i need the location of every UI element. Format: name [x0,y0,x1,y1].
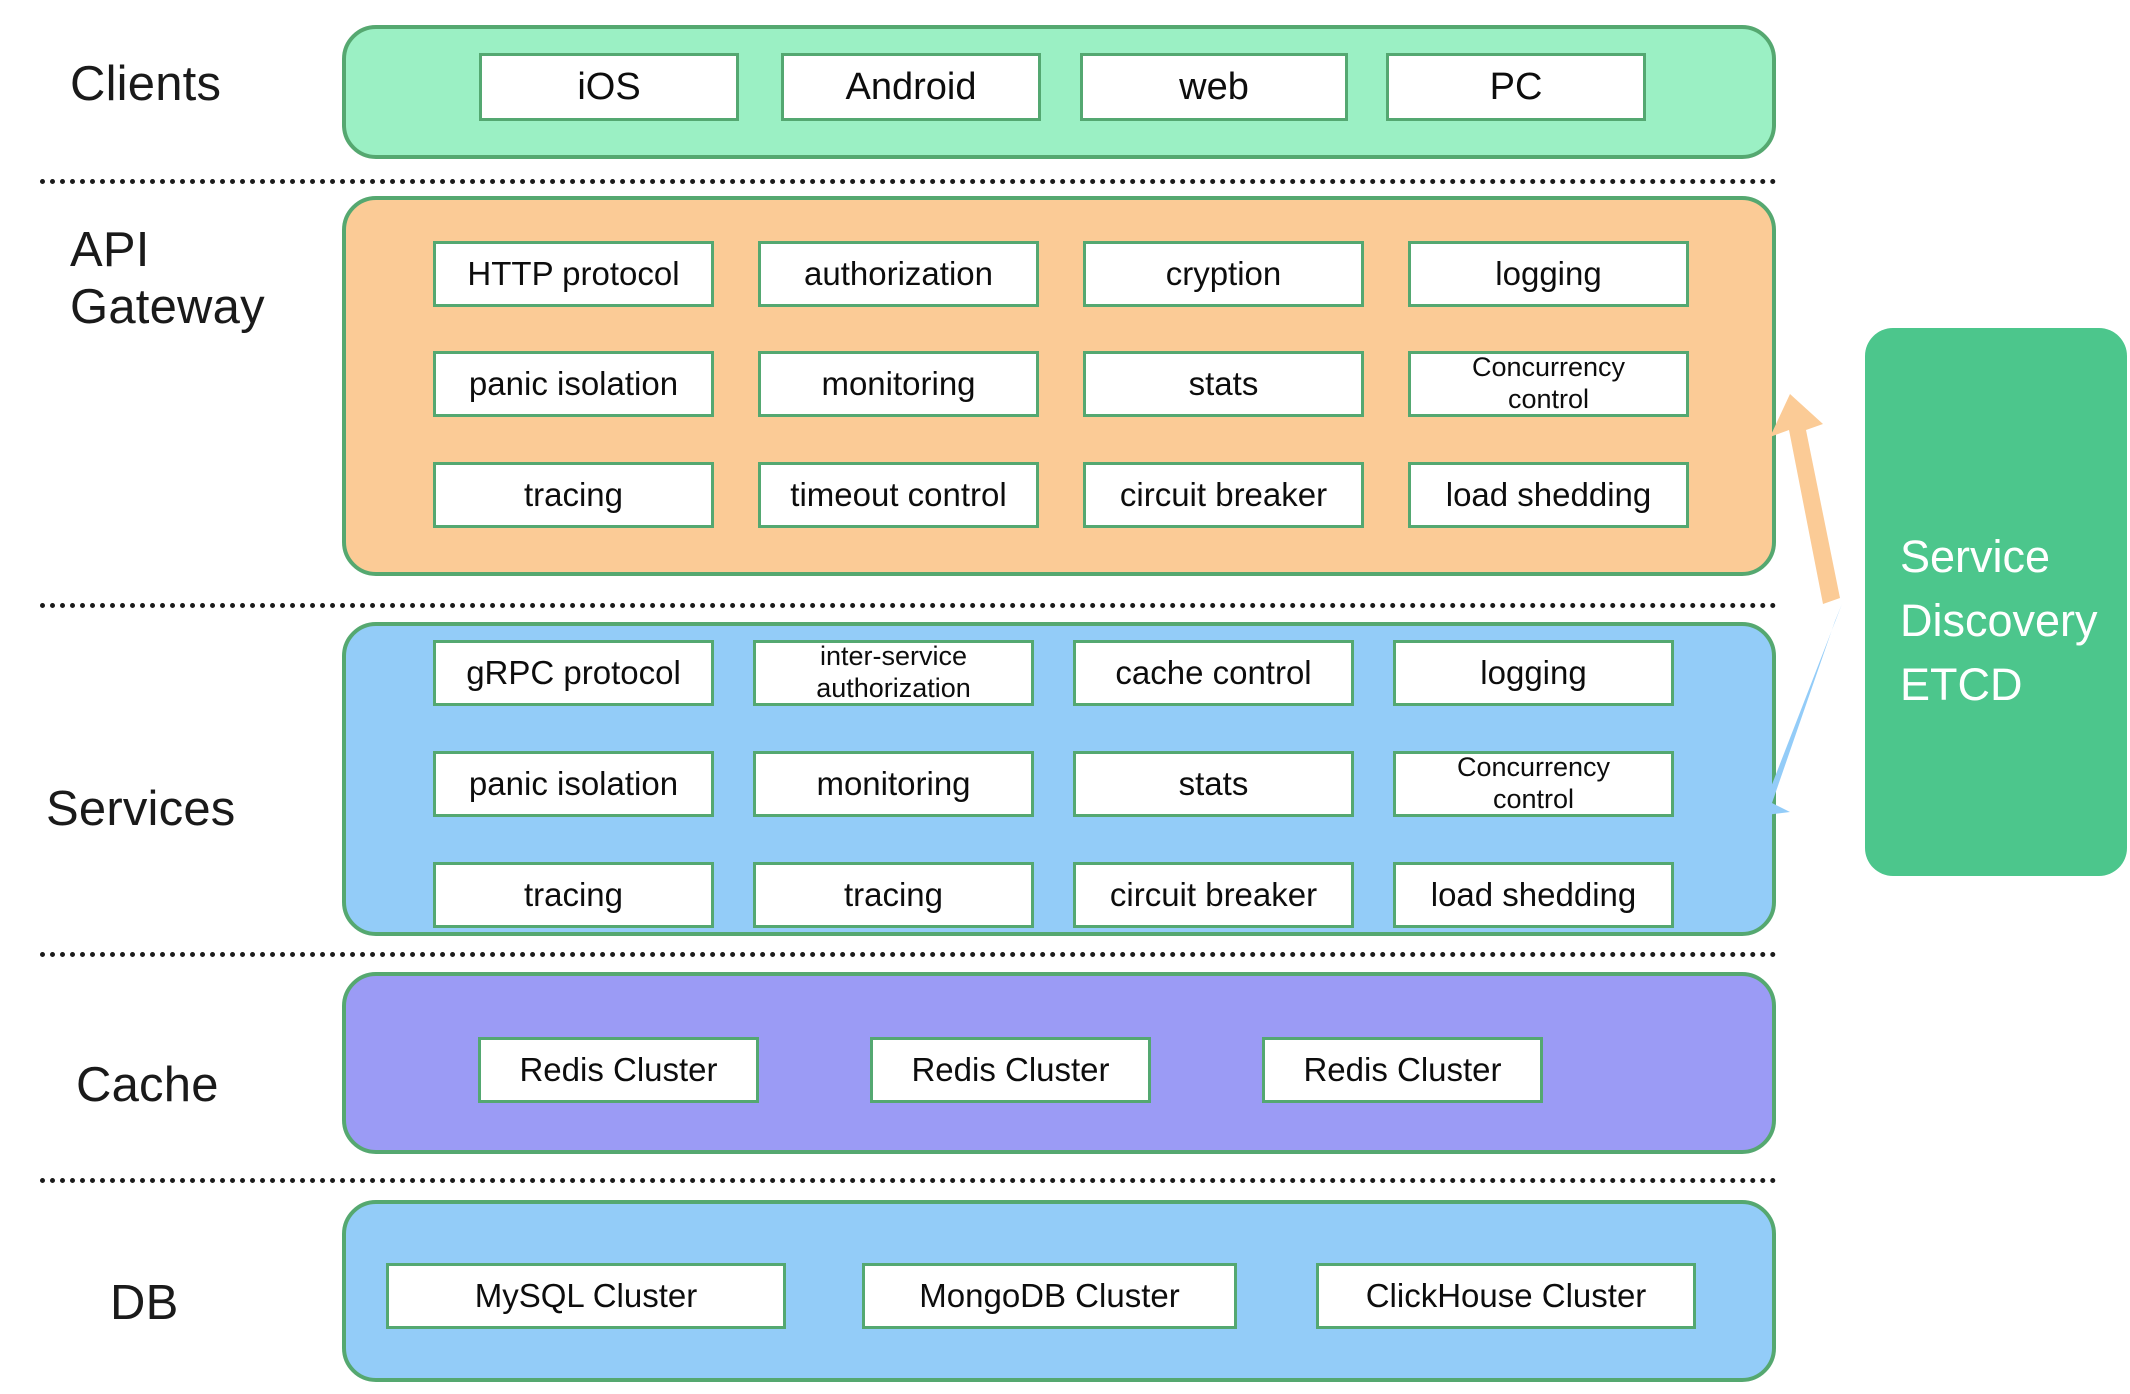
cell-client-android[interactable]: Android [781,53,1041,121]
cell-cache-redis-1[interactable]: Redis Cluster [478,1037,759,1103]
cell-cache-redis-2[interactable]: Redis Cluster [870,1037,1151,1103]
cell-client-web[interactable]: web [1080,53,1348,121]
arrow-etcd-to-gateway [1770,394,1840,604]
divider-services-cache [40,952,1777,957]
cell-gateway-logging[interactable]: logging [1408,241,1689,307]
divider-clients-gateway [40,179,1777,184]
row-label-db: DB [110,1276,179,1330]
cell-gateway-panic-isolation[interactable]: panic isolation [433,351,714,417]
cell-service-load-shedding[interactable]: load shedding [1393,862,1674,928]
cell-service-inter-service-authorization[interactable]: inter-service authorization [753,640,1034,706]
cell-gateway-stats[interactable]: stats [1083,351,1364,417]
divider-cache-db [40,1178,1777,1183]
cell-client-ios[interactable]: iOS [479,53,739,121]
cell-service-grpc-protocol[interactable]: gRPC protocol [433,640,714,706]
cell-gateway-cryption[interactable]: cryption [1083,241,1364,307]
cell-db-mysql-cluster[interactable]: MySQL Cluster [386,1263,786,1329]
cell-service-tracing-1[interactable]: tracing [433,862,714,928]
cell-service-tracing-2[interactable]: tracing [753,862,1034,928]
cell-gateway-tracing[interactable]: tracing [433,462,714,528]
cell-client-pc[interactable]: PC [1386,53,1646,121]
cell-cache-redis-3[interactable]: Redis Cluster [1262,1037,1543,1103]
row-label-services: Services [46,782,236,836]
cell-gateway-concurrency-control[interactable]: Concurrency control [1408,351,1689,417]
cell-service-stats[interactable]: stats [1073,751,1354,817]
row-label-cache: Cache [76,1058,219,1112]
cell-service-circuit-breaker[interactable]: circuit breaker [1073,862,1354,928]
cell-service-panic-isolation[interactable]: panic isolation [433,751,714,817]
cell-db-clickhouse-cluster[interactable]: ClickHouse Cluster [1316,1263,1696,1329]
cell-gateway-circuit-breaker[interactable]: circuit breaker [1083,462,1364,528]
cell-service-cache-control[interactable]: cache control [1073,640,1354,706]
row-label-clients: Clients [70,57,222,111]
service-discovery-panel[interactable] [1865,328,2127,876]
cell-gateway-load-shedding[interactable]: load shedding [1408,462,1689,528]
cell-service-monitoring[interactable]: monitoring [753,751,1034,817]
service-discovery-label: Service Discovery ETCD [1900,531,2098,710]
cell-service-concurrency-control[interactable]: Concurrency control [1393,751,1674,817]
cell-gateway-timeout-control[interactable]: timeout control [758,462,1039,528]
cell-gateway-http-protocol[interactable]: HTTP protocol [433,241,714,307]
cell-gateway-monitoring[interactable]: monitoring [758,351,1039,417]
divider-gateway-services [40,603,1777,608]
cell-db-mongodb-cluster[interactable]: MongoDB Cluster [862,1263,1237,1329]
cell-service-logging[interactable]: logging [1393,640,1674,706]
row-label-api-gateway: API Gateway [70,223,265,334]
cell-gateway-authorization[interactable]: authorization [758,241,1039,307]
